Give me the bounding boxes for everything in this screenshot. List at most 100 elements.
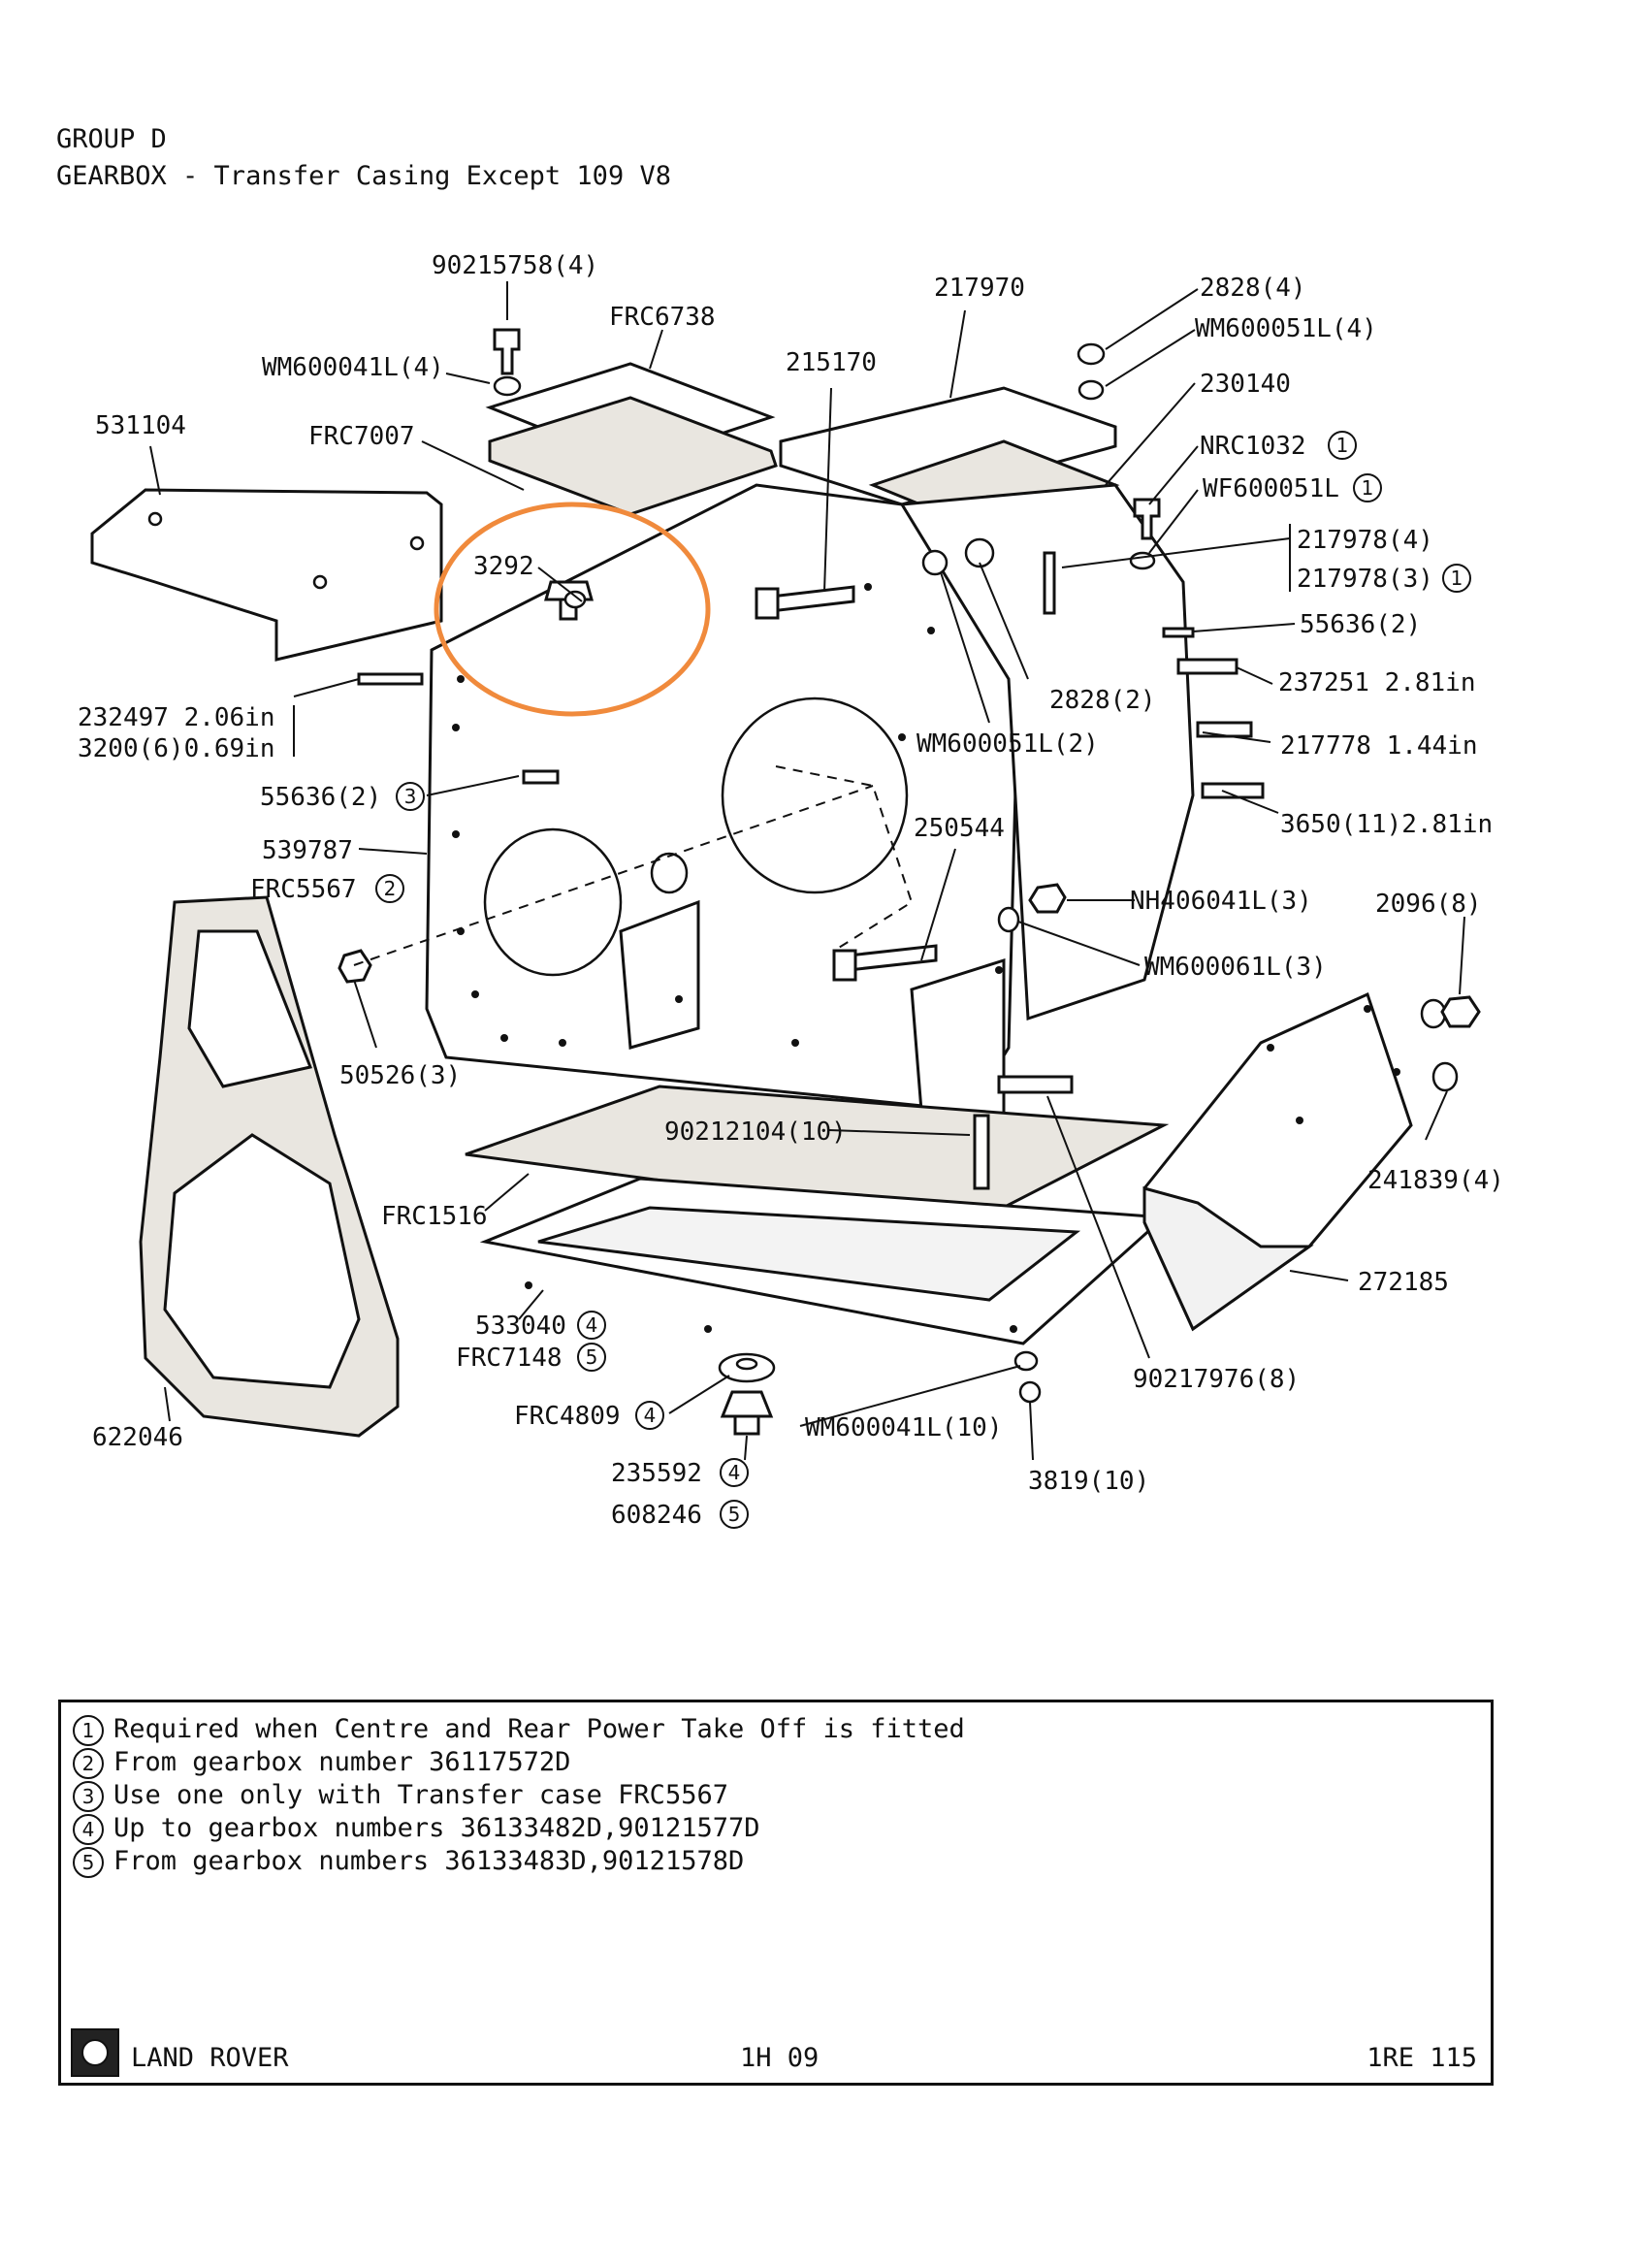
svg-text:1: 1 <box>1451 567 1463 590</box>
land-rover-logo-icon <box>71 2028 119 2077</box>
footer-code: 1H 09 <box>740 2043 820 2073</box>
part-label-wm600041l-4: WM600041L(4) <box>262 353 444 382</box>
svg-text:2: 2 <box>384 877 397 900</box>
part-label-wm600041l-10: WM600041L(10) <box>805 1413 1003 1442</box>
part-label-608246: 608246 5 <box>611 1500 749 1530</box>
svg-text:4: 4 <box>728 1461 741 1484</box>
part-label-90212104: 90212104(10) <box>664 1118 847 1147</box>
svg-text:230140: 230140 <box>1200 370 1291 399</box>
svg-text:WM600051L(4): WM600051L(4) <box>1195 314 1377 343</box>
svg-text:5: 5 <box>586 1345 598 1369</box>
part-label-272185: 272185 <box>1358 1268 1449 1297</box>
svg-text:FRC7007: FRC7007 <box>308 422 415 451</box>
part-label-2828-4: 2828(4) <box>1200 274 1306 303</box>
part-label-frc6738: FRC6738 <box>609 303 716 332</box>
part-label-wm600061l: WM600061L(3) <box>1144 953 1327 982</box>
note-text-5: From gearbox numbers 36133483D,90121578D <box>113 1846 745 1876</box>
svg-text:1: 1 <box>1362 476 1374 500</box>
svg-text:3200(6)0.69in: 3200(6)0.69in <box>78 734 275 763</box>
footer-brand: LAND ROVER <box>131 2043 289 2073</box>
note-text-2: From gearbox number 36117572D <box>113 1747 571 1777</box>
part-label-nrc1032: NRC1032 1 <box>1200 431 1357 461</box>
part-label-533040: 533040 4 <box>475 1311 606 1341</box>
svg-text:90215758(4): 90215758(4) <box>432 251 598 280</box>
part-label-wf600051l: WF600051L 1 <box>1203 473 1382 503</box>
svg-text:NH406041L(3): NH406041L(3) <box>1130 887 1312 916</box>
part-label-217978-4: 217978(4) <box>1297 526 1433 555</box>
part-label-622046: 622046 <box>92 1423 183 1452</box>
svg-text:WM600041L(10): WM600041L(10) <box>805 1413 1003 1442</box>
part-label-217778: 217778 1.44in <box>1280 731 1478 761</box>
svg-text:3650(11)2.81in: 3650(11)2.81in <box>1280 810 1493 839</box>
svg-text:2096(8): 2096(8) <box>1375 890 1482 919</box>
note-text-1: Required when Centre and Rear Power Take… <box>113 1714 965 1744</box>
note-number-1: 1 <box>73 1714 104 1746</box>
part-label-90215758-4: 90215758(4) <box>432 251 598 280</box>
part-label-3292: 3292 <box>473 552 534 581</box>
part-labels: 90215758(4) FRC6738 217970 2828(4) WM600… <box>78 251 1504 1530</box>
note-text-3: Use one only with Transfer case FRC5567 <box>113 1780 728 1810</box>
svg-text:50526(3): 50526(3) <box>339 1061 461 1090</box>
leader-lines <box>149 281 1465 1461</box>
svg-text:272185: 272185 <box>1358 1268 1449 1297</box>
notes-box: 1 Required when Centre and Rear Power Tak… <box>58 1700 1494 2086</box>
svg-text:232497 2.06in: 232497 2.06in <box>78 703 275 732</box>
part-label-55636-2-note3: 55636(2) 3 <box>260 782 425 812</box>
part-label-55636-2: 55636(2) <box>1300 610 1421 639</box>
page-title: GEARBOX - Transfer Casing Except 109 V8 <box>56 161 671 191</box>
part-label-frc7007: FRC7007 <box>308 422 415 451</box>
svg-text:55636(2): 55636(2) <box>1300 610 1421 639</box>
svg-text:3: 3 <box>404 785 417 808</box>
part-label-237251: 237251 2.81in <box>1278 668 1476 697</box>
note-2: 2 From gearbox number 36117572D <box>73 1747 570 1779</box>
svg-text:FRC7148: FRC7148 <box>456 1344 563 1373</box>
note-number-4: 4 <box>73 1813 104 1845</box>
svg-text:217978(3): 217978(3) <box>1297 565 1433 594</box>
part-label-3650: 3650(11)2.81in <box>1280 810 1493 839</box>
note-5: 5 From gearbox numbers 36133483D,90121578… <box>73 1846 744 1878</box>
footer: LAND ROVER 1H 09 1RE 115 <box>61 2028 1491 2083</box>
svg-text:3292: 3292 <box>473 552 534 581</box>
part-label-215170: 215170 <box>786 348 877 377</box>
part-label-3200-6: 3200(6)0.69in <box>78 734 275 763</box>
svg-text:FRC6738: FRC6738 <box>609 303 716 332</box>
svg-text:FRC1516: FRC1516 <box>381 1202 488 1231</box>
note-number-5: 5 <box>73 1846 104 1878</box>
svg-text:539787: 539787 <box>262 836 353 865</box>
svg-text:217970: 217970 <box>934 274 1025 303</box>
svg-text:90217976(8): 90217976(8) <box>1133 1365 1300 1394</box>
svg-text:533040: 533040 <box>475 1312 566 1341</box>
cover-217970 <box>779 386 1117 506</box>
part-label-241839: 241839(4) <box>1367 1166 1504 1195</box>
svg-text:215170: 215170 <box>786 348 877 377</box>
part-label-3819: 3819(10) <box>1028 1467 1149 1496</box>
svg-text:531104: 531104 <box>95 411 186 440</box>
part-label-frc1516: FRC1516 <box>381 1202 488 1231</box>
part-label-wm600051l-2: WM600051L(2) <box>916 729 1099 759</box>
svg-text:235592: 235592 <box>611 1459 702 1488</box>
part-label-217970: 217970 <box>934 274 1025 303</box>
part-label-232497: 232497 2.06in <box>78 703 275 732</box>
svg-text:FRC4809: FRC4809 <box>514 1402 621 1431</box>
svg-text:90212104(10): 90212104(10) <box>664 1118 847 1147</box>
part-label-nh406041l: NH406041L(3) <box>1130 887 1312 916</box>
svg-text:4: 4 <box>644 1404 657 1427</box>
note-1: 1 Required when Centre and Rear Power Tak… <box>73 1714 965 1746</box>
footer-page: 1RE 115 <box>1367 2043 1477 2073</box>
part-label-90217976: 90217976(8) <box>1133 1365 1300 1394</box>
svg-text:622046: 622046 <box>92 1423 183 1452</box>
bracket-531104 <box>90 488 443 662</box>
part-label-frc7148: FRC7148 5 <box>456 1343 606 1373</box>
part-label-539787: 539787 <box>262 836 353 865</box>
svg-text:WM600041L(4): WM600041L(4) <box>262 353 444 382</box>
svg-text:1: 1 <box>1336 434 1349 457</box>
hardware <box>338 328 1481 1436</box>
part-label-wm600051l-4: WM600051L(4) <box>1195 314 1377 343</box>
svg-text:4: 4 <box>586 1313 598 1337</box>
note-number-2: 2 <box>73 1747 104 1779</box>
svg-text:250544: 250544 <box>914 814 1005 843</box>
part-label-250544: 250544 <box>914 814 1005 843</box>
